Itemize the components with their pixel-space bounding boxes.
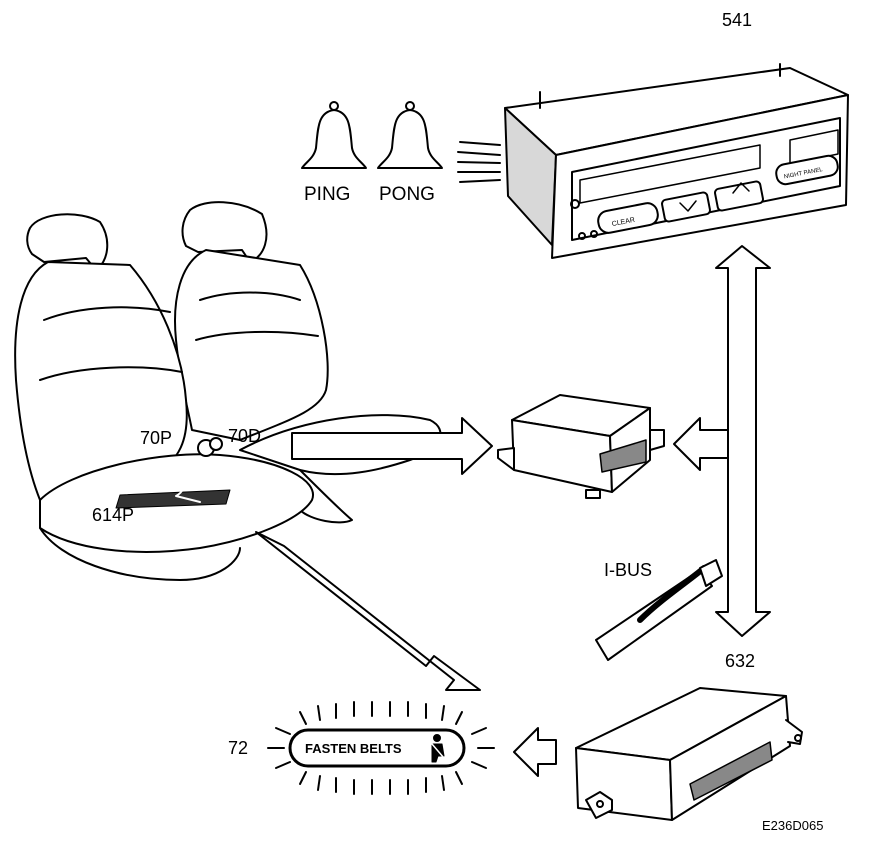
arrow-seat-to-lamp	[255, 531, 481, 691]
label-72: 72	[228, 738, 249, 758]
warning-lamp-72	[267, 701, 495, 795]
seatbelt-person-icon	[431, 734, 445, 763]
arrow-unit-to-lamp	[513, 727, 557, 777]
label-614p: 614P	[92, 505, 135, 525]
fasten-belts-text: FASTEN BELTS	[305, 741, 402, 756]
label-541: 541	[722, 10, 753, 30]
label-70p: 70P	[140, 428, 173, 448]
clear-button-label: CLEAR	[611, 217, 635, 228]
sound-lines	[457, 141, 501, 183]
control-unit-632	[575, 687, 803, 821]
arrow-seat-to-ecu	[291, 417, 493, 475]
bus-double-arrow	[715, 245, 771, 637]
ibus-cable	[595, 559, 723, 661]
ping-label: PING	[304, 184, 351, 205]
airbag-control-module	[497, 394, 665, 499]
figure-code: E236D065	[762, 818, 824, 833]
label-70d: 70D	[228, 426, 262, 446]
arrow-bus-to-ecu	[673, 417, 731, 471]
bell-icon	[301, 101, 367, 169]
display-unit-541: CLEAR NIGHT PANEL	[504, 63, 849, 259]
label-632: 632	[725, 651, 756, 671]
bell-icon	[377, 101, 443, 169]
passenger-seat	[14, 213, 315, 581]
ibus-label: I-BUS	[604, 560, 653, 580]
pong-label: PONG	[379, 184, 435, 205]
